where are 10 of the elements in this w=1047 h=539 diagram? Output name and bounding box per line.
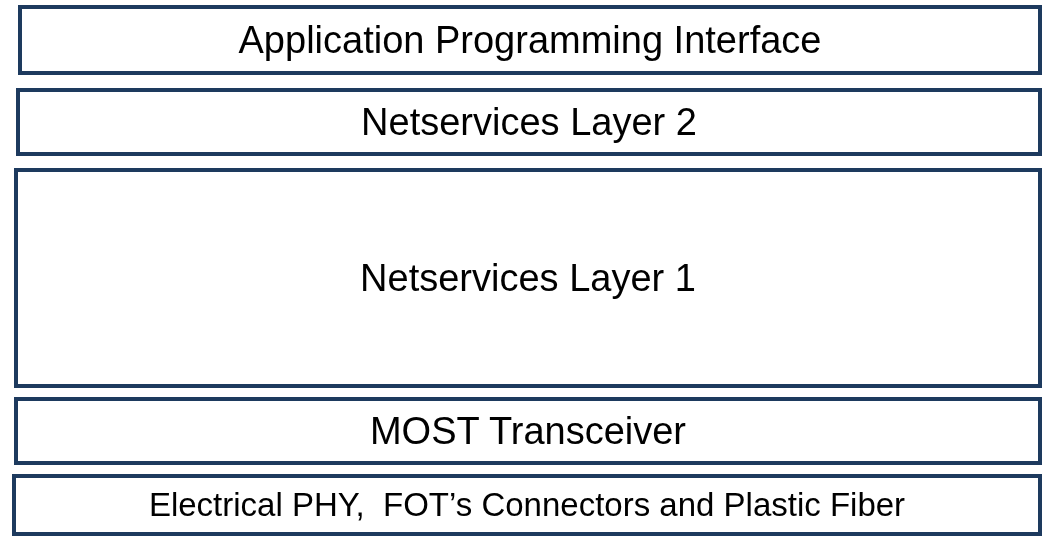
layer-box — [12, 474, 1042, 536]
layer-label: Application Programming Interface — [238, 18, 822, 62]
layer-box — [16, 88, 1042, 156]
layer-label: Netservices Layer 1 — [360, 256, 696, 300]
layer-box — [14, 397, 1042, 465]
layer-label: Netservices Layer 2 — [361, 100, 697, 144]
layer-box — [18, 5, 1042, 75]
layer-box — [14, 168, 1042, 388]
layer-label: MOST Transceiver — [369, 409, 686, 453]
layer-label: Electrical PHY, FOT’s Connectors and Plastic Fiber — [148, 486, 906, 524]
